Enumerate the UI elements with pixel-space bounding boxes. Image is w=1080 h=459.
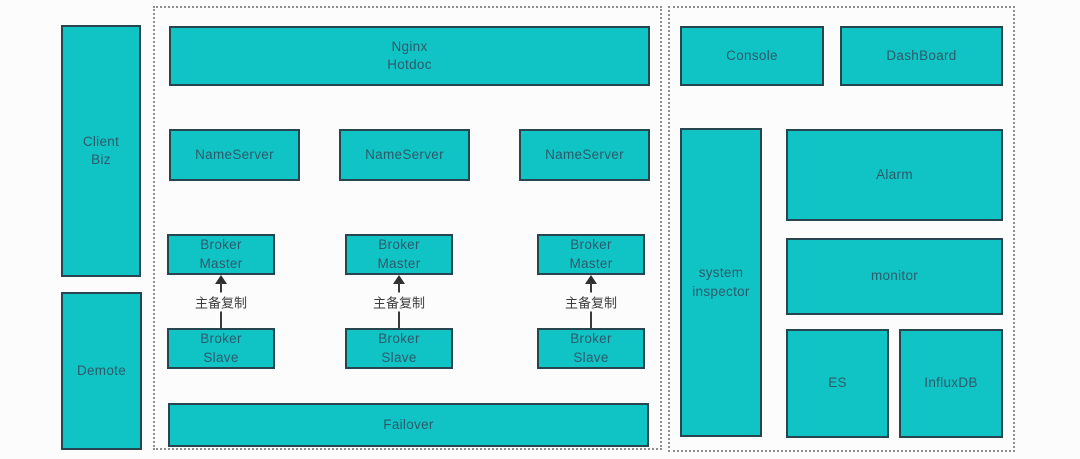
arrow-up-icon — [393, 275, 405, 284]
broker-group-2: Broker Master 主备复制 Broker Slave — [345, 234, 453, 369]
monitor-label: monitor — [870, 268, 919, 284]
dashboard-label: DashBoard — [886, 47, 957, 63]
nameserver-node-3: NameServer — [519, 129, 650, 181]
alarm-node: Alarm — [786, 129, 1003, 221]
alarm-label: Alarm — [876, 166, 913, 182]
arrow-up-icon — [215, 275, 227, 284]
replication-label: 主备复制 — [369, 292, 429, 311]
broker-slave-label: Broker Slave — [570, 331, 612, 365]
nameserver-label: NameServer — [195, 146, 274, 162]
broker-group-3: Broker Master 主备复制 Broker Slave — [537, 234, 645, 369]
broker-slave-node-2: Broker Slave — [345, 328, 453, 369]
broker-master-node-3: Broker Master — [537, 234, 645, 275]
replication-arrow: 主备复制 — [167, 275, 275, 328]
replication-label: 主备复制 — [191, 292, 251, 311]
failover-node: Failover — [168, 403, 649, 447]
nameserver-node-1: NameServer — [169, 129, 300, 181]
broker-slave-node-3: Broker Slave — [537, 328, 645, 369]
nginx-hotdoc-node: Nginx Hotdoc — [169, 26, 650, 86]
influxdb-node: InfluxDB — [899, 329, 1003, 438]
nameserver-node-2: NameServer — [339, 129, 470, 181]
client-biz-label: Client Biz — [82, 133, 120, 167]
nameserver-label: NameServer — [365, 146, 444, 162]
system-inspector-label: system inspector — [692, 265, 750, 299]
monitor-node: monitor — [786, 238, 1003, 315]
broker-master-node-1: Broker Master — [167, 234, 275, 275]
nameserver-label: NameServer — [545, 146, 624, 162]
replication-label: 主备复制 — [561, 292, 621, 311]
client-biz-node: Client Biz — [61, 25, 141, 277]
broker-master-label: Broker Master — [199, 237, 243, 271]
broker-slave-label: Broker Slave — [200, 331, 242, 365]
dashboard-node: DashBoard — [840, 26, 1003, 86]
console-node: Console — [680, 26, 824, 86]
broker-slave-label: Broker Slave — [378, 331, 420, 365]
replication-arrow: 主备复制 — [537, 275, 645, 328]
replication-arrow: 主备复制 — [345, 275, 453, 328]
console-label: Console — [726, 47, 778, 63]
broker-master-node-2: Broker Master — [345, 234, 453, 275]
es-node: ES — [786, 329, 889, 438]
broker-slave-node-1: Broker Slave — [167, 328, 275, 369]
broker-group-1: Broker Master 主备复制 Broker Slave — [167, 234, 275, 369]
es-label: ES — [828, 375, 847, 391]
monitoring-section: Console DashBoard system inspector Alarm… — [668, 6, 1015, 452]
influxdb-label: InfluxDB — [924, 375, 978, 391]
failover-label: Failover — [383, 416, 434, 432]
system-inspector-node: system inspector — [680, 128, 762, 437]
broker-cluster-section: Nginx Hotdoc NameServer NameServer NameS… — [153, 6, 662, 450]
broker-master-label: Broker Master — [377, 237, 421, 271]
demote-node: Demote — [61, 292, 142, 450]
nginx-hotdoc-label: Nginx Hotdoc — [387, 38, 432, 72]
arrow-up-icon — [585, 275, 597, 284]
demote-label: Demote — [76, 362, 127, 378]
broker-master-label: Broker Master — [569, 237, 613, 271]
